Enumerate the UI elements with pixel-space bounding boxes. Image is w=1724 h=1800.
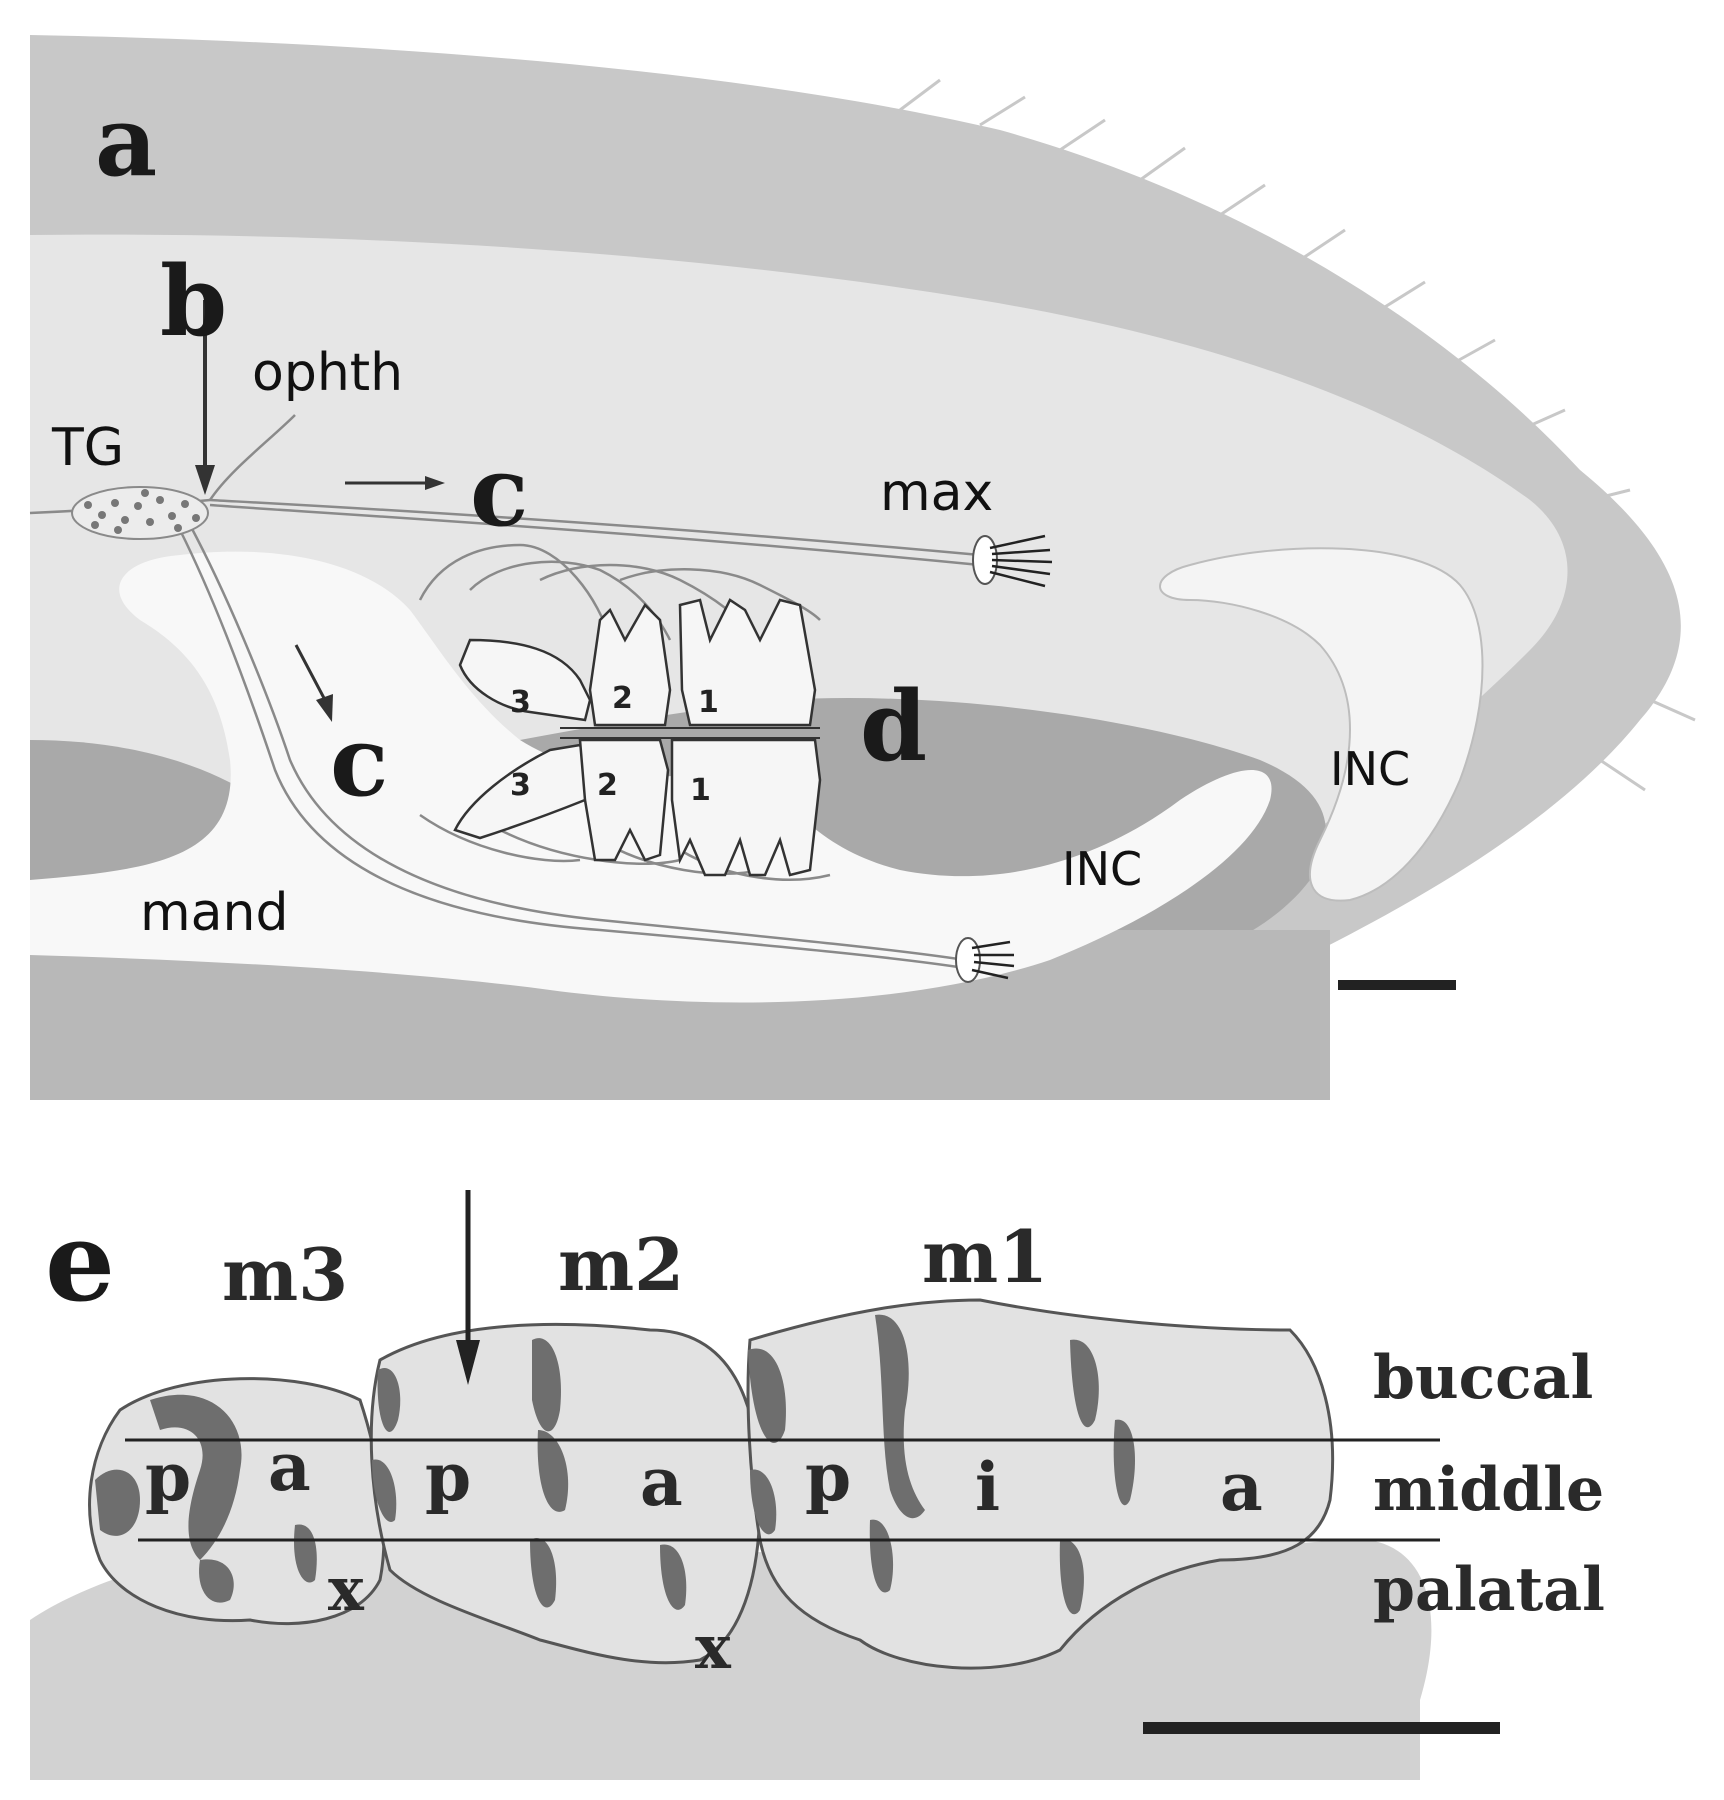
row-label-middle: middle	[1373, 1455, 1604, 1525]
lower-molar-1	[670, 738, 822, 877]
panel-letter-e: e	[45, 1197, 115, 1326]
cusp-letter-m1-p: p	[805, 1438, 851, 1516]
upper-molar-3	[458, 638, 592, 722]
lower-molar-number-2: 2	[597, 768, 618, 803]
marker-d: d	[860, 670, 927, 783]
arrow-c-upper	[345, 476, 445, 490]
molar-label-m1: m1	[922, 1214, 1048, 1299]
cusp-letter-m2-p: p	[425, 1438, 471, 1516]
lower-molar-number-3: 3	[510, 768, 531, 803]
scale-bar-e	[1143, 1722, 1500, 1734]
cusp-letter-m1-i: i	[975, 1448, 1000, 1526]
lower-molar-number-1: 1	[690, 773, 711, 808]
trigeminal-ganglion	[71, 486, 209, 540]
panel-a: a b ophth TG c max d c mand INC INC 3 2 …	[29, 35, 1696, 1100]
fur-hairs	[899, 78, 1696, 792]
label-inc-lower: INC	[1062, 842, 1142, 896]
panel-e: e m3 m2 m1 buccal middle palatal p a p a…	[30, 1190, 1605, 1780]
label-max: max	[880, 463, 993, 523]
label-ophth: ophth	[252, 343, 403, 403]
arrow-c-lower	[294, 644, 333, 722]
extra-mark-x-m2: x	[695, 1613, 732, 1683]
label-tg: TG	[51, 418, 124, 478]
occlusal-line	[560, 727, 820, 739]
upper-molar-1	[678, 598, 817, 727]
nerve-ending-max	[972, 534, 1053, 588]
cusp-letter-m3-a: a	[268, 1428, 311, 1506]
cusp-letter-m3-p: p	[145, 1438, 191, 1516]
nerve-ending-mand	[955, 937, 1015, 983]
arrow-b	[195, 300, 215, 495]
upper-incisor	[1159, 547, 1484, 902]
lower-molar-2	[578, 738, 670, 862]
marker-b: b	[160, 245, 227, 358]
extra-mark-x-m3: x	[328, 1555, 365, 1625]
upper-molar-row	[458, 598, 817, 727]
cusp-letter-m2-a: a	[640, 1443, 683, 1521]
cusp-letter-m1-a: a	[1220, 1448, 1263, 1526]
panel-letter-a: a	[95, 85, 157, 198]
row-label-buccal: buccal	[1373, 1343, 1593, 1413]
molar-label-m2: m2	[558, 1222, 684, 1307]
upper-molar-number-3: 3	[510, 685, 531, 720]
arrow-e	[456, 1190, 480, 1385]
upper-molar-2	[588, 602, 672, 727]
row-label-palatal: palatal	[1373, 1555, 1605, 1625]
label-inc-upper: INC	[1330, 742, 1410, 796]
upper-molar-number-2: 2	[612, 681, 633, 716]
marker-c-upper: c	[470, 435, 528, 548]
label-mand: mand	[140, 883, 288, 943]
lower-molar-row	[453, 738, 822, 877]
marker-c-lower: c	[330, 705, 388, 818]
upper-molar-number-1: 1	[698, 685, 719, 720]
scale-bar-a	[1338, 980, 1456, 990]
molar-label-m3: m3	[222, 1232, 348, 1317]
